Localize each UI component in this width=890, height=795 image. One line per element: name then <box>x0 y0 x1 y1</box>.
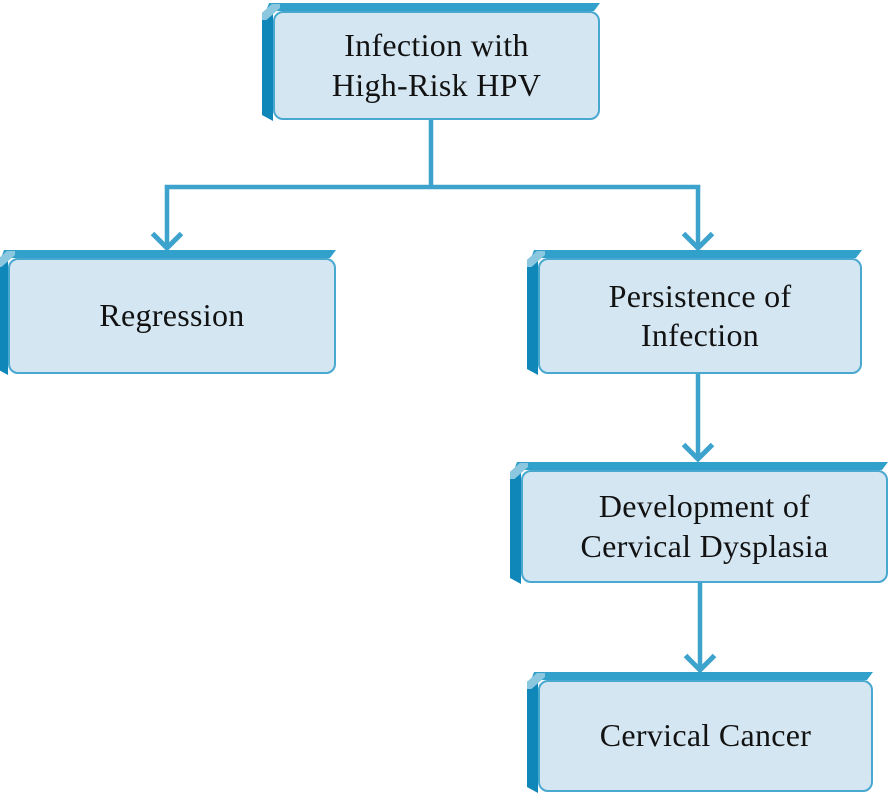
arrowhead-down-icon <box>683 653 717 674</box>
node-3d-top-edge <box>514 462 888 470</box>
node-3d-left-edge <box>262 6 273 121</box>
node-3d-top-edge <box>1 250 336 258</box>
node-label-line: Development of <box>598 488 811 525</box>
node-label-line: Infection <box>640 317 760 353</box>
node-label-line: High-Risk HPV <box>331 66 542 103</box>
node-face: Development of Cervical Dysplasia <box>521 470 888 583</box>
edge-dysplasia-to-cancer <box>683 582 717 674</box>
node-3d-left-edge <box>527 253 538 375</box>
node-label-line: Cervical Cancer <box>599 717 812 754</box>
edge-infection-to-regression <box>150 185 184 252</box>
node-3d-top-edge <box>531 250 862 258</box>
node-face: Persistence of Infection <box>538 258 862 374</box>
flow-node-persistence-of-infection: Persistence of Infection <box>527 250 862 375</box>
edge-infection-to-persistence <box>681 185 715 252</box>
node-3d-left-edge <box>510 465 521 584</box>
edge-persistence-to-dysplasia <box>681 371 715 463</box>
node-face: Infection with High-Risk HPV <box>273 11 600 120</box>
node-3d-left-edge <box>0 253 8 375</box>
node-face: Cervical Cancer <box>538 680 873 792</box>
node-label-line: Cervical Dysplasia <box>580 527 829 564</box>
flow-node-regression: Regression <box>0 250 336 375</box>
arrowhead-down-icon <box>681 442 715 463</box>
node-3d-top-edge <box>266 3 600 11</box>
node-label-line: Regression <box>99 297 245 334</box>
arrowhead-down-icon <box>150 231 184 252</box>
flow-node-development-of-cervical-dysplasia: Development of Cervical Dysplasia <box>510 462 888 584</box>
edge-infection-branch <box>164 119 701 190</box>
node-3d-left-edge <box>527 675 538 793</box>
node-3d-top-edge <box>531 672 873 680</box>
flow-node-infection-with-high-risk-hpv: Infection with High-Risk HPV <box>262 3 600 121</box>
flow-node-cervical-cancer: Cervical Cancer <box>527 672 873 793</box>
arrowhead-down-icon <box>681 231 715 252</box>
node-label-line: Infection with <box>344 27 529 64</box>
node-label-line: Persistence of <box>608 277 792 314</box>
node-face: Regression <box>8 258 336 374</box>
